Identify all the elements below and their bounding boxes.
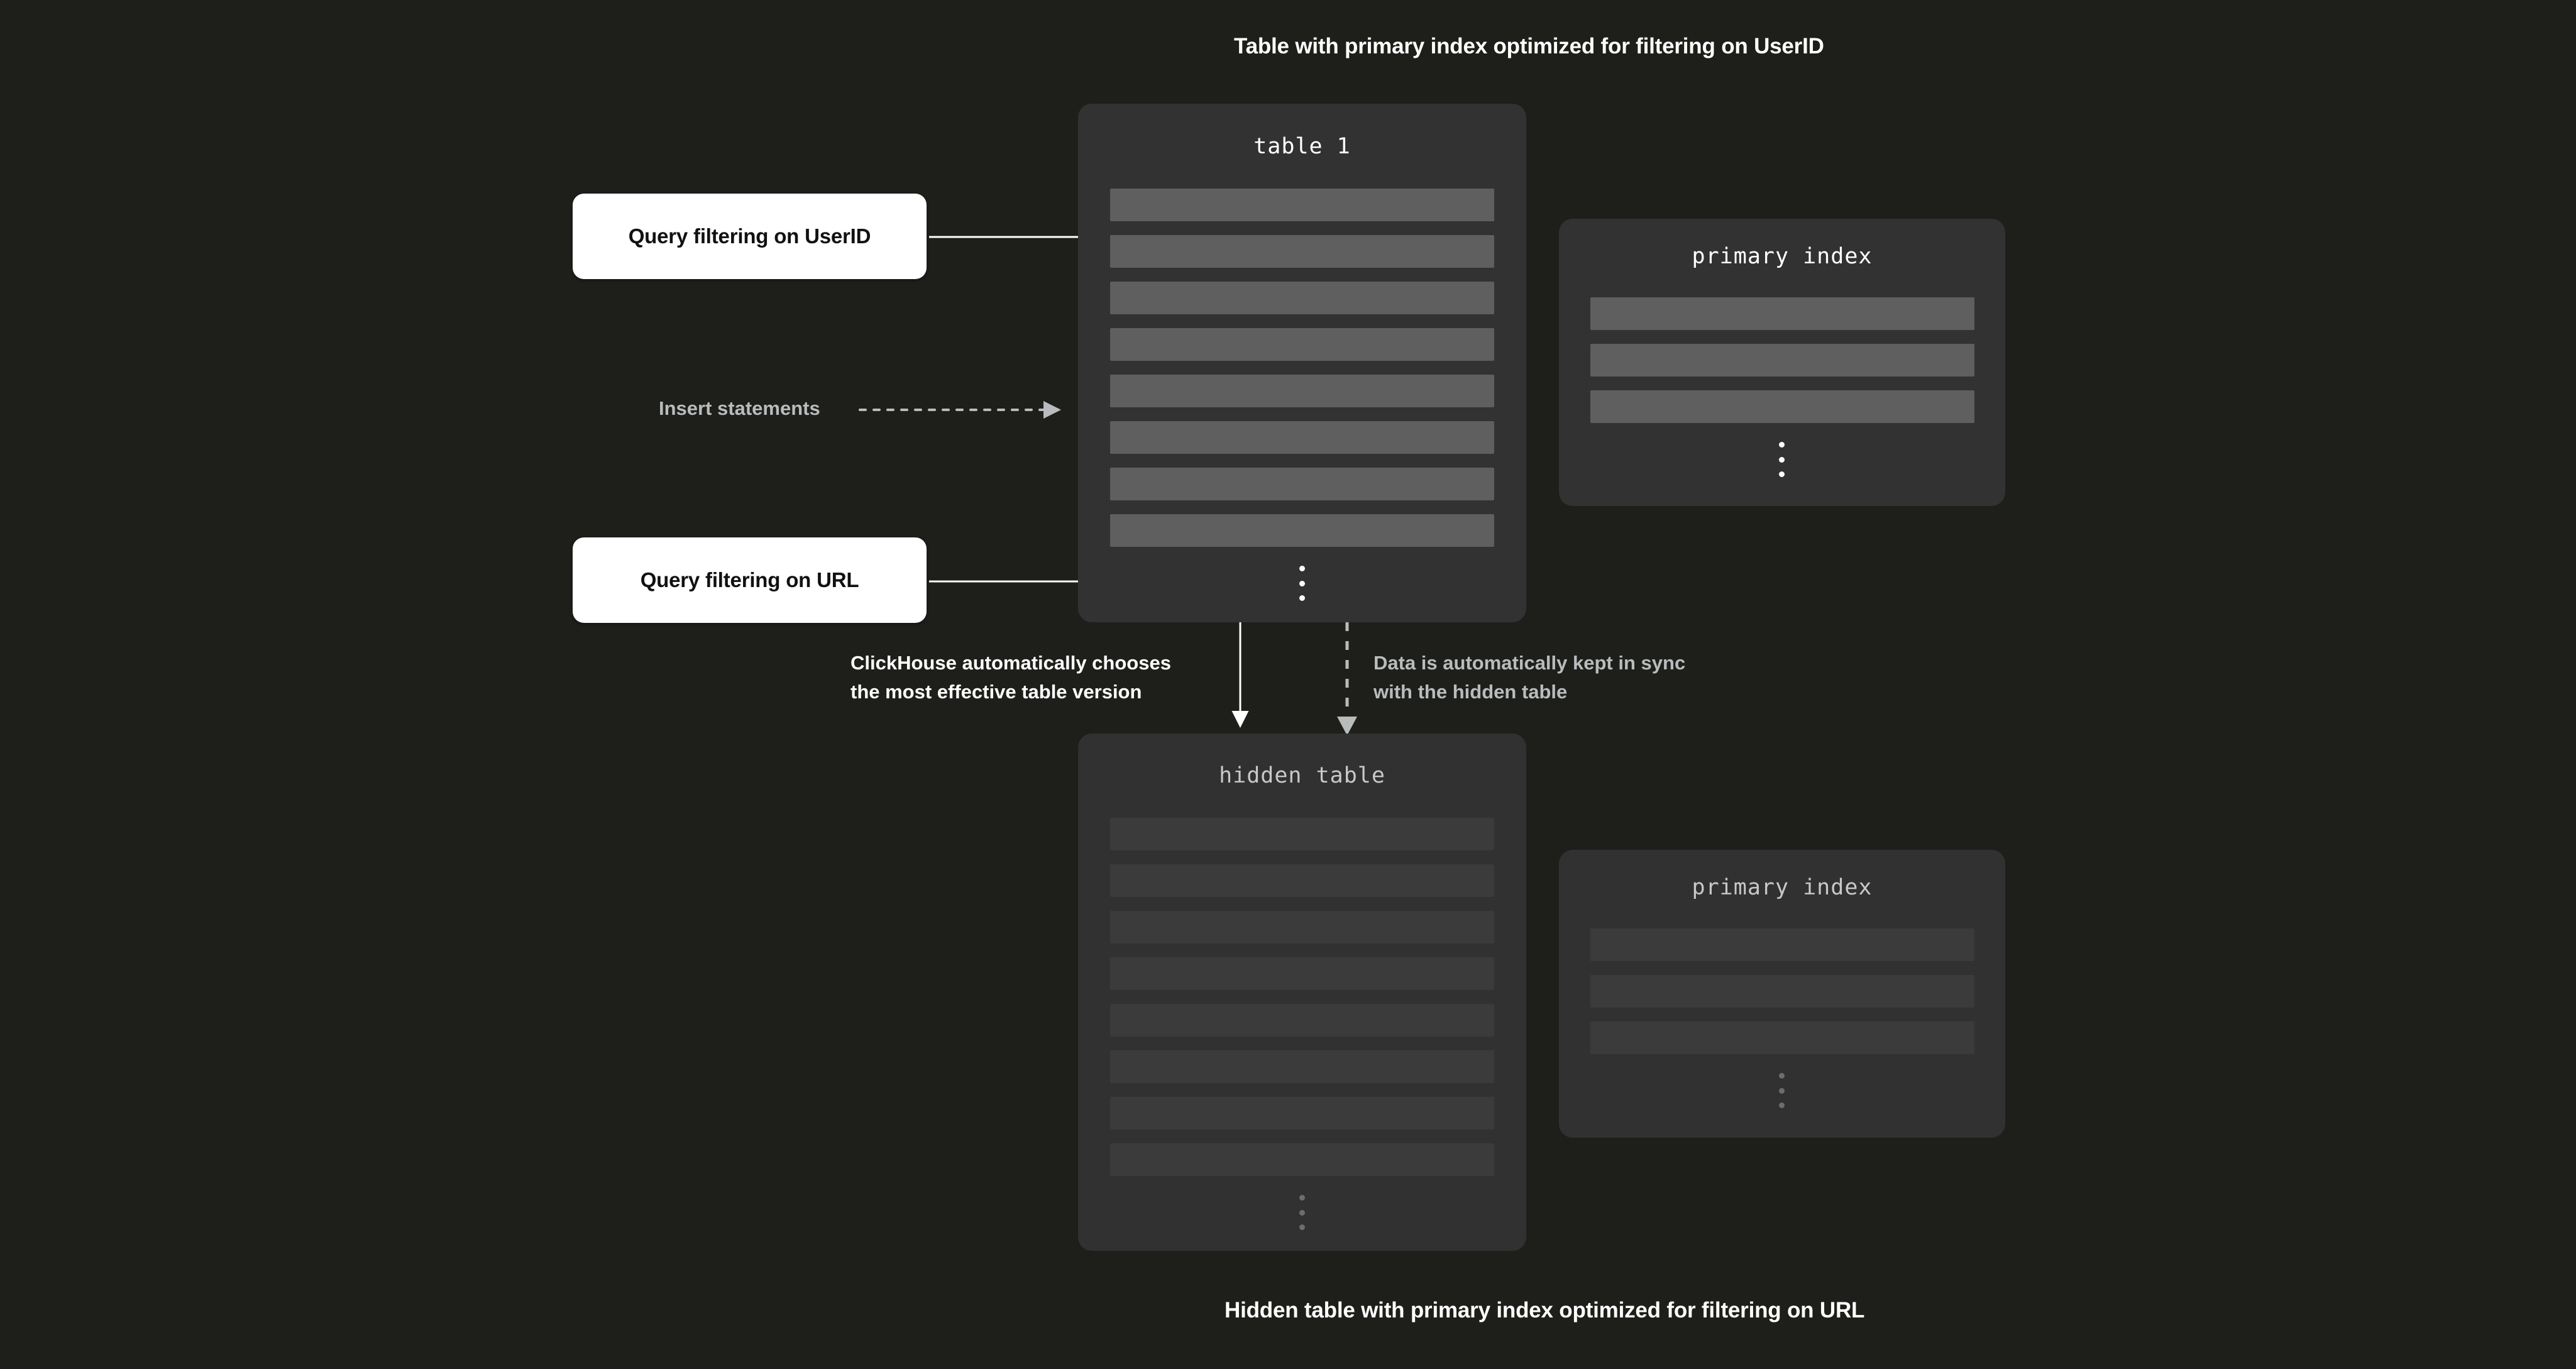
table-row: [1110, 957, 1494, 990]
table-row: [1110, 1143, 1494, 1176]
vertical-ellipsis-icon: [1299, 566, 1305, 601]
hidden-table-card: hidden table: [1078, 734, 1526, 1251]
index-row: [1590, 344, 1974, 377]
connector-sync-arrowhead: [1337, 717, 1357, 735]
index-row: [1590, 975, 1974, 1008]
query-filtering-url-pill[interactable]: Query filtering on URL: [573, 537, 927, 623]
bottom-caption: Hidden table with primary index optimize…: [1225, 1298, 1865, 1322]
kept-in-sync-annotation: Data is automatically kept in sync with …: [1373, 652, 1686, 703]
table-row: [1110, 864, 1494, 897]
hidden-table-title: hidden table: [1219, 763, 1385, 788]
table1-title: table 1: [1253, 134, 1351, 159]
primary-index-bottom-title: primary index: [1692, 875, 1873, 900]
table-row: [1110, 328, 1494, 361]
vertical-ellipsis-icon: [1299, 1195, 1305, 1230]
table-row: [1110, 375, 1494, 407]
vertical-ellipsis-icon: [1779, 442, 1785, 477]
primary-index-top-card: primary index: [1559, 219, 2005, 506]
table-row: [1110, 818, 1494, 850]
primary-index-bottom-card: primary index: [1559, 850, 2005, 1138]
query-filtering-userid-pill[interactable]: Query filtering on UserID: [573, 194, 927, 279]
table-row: [1110, 911, 1494, 943]
index-row: [1590, 928, 1974, 961]
table-row: [1110, 235, 1494, 268]
table-row: [1110, 282, 1494, 314]
table-row: [1110, 1004, 1494, 1036]
table-row: [1110, 514, 1494, 547]
table-row: [1110, 1097, 1494, 1130]
table-row: [1110, 468, 1494, 500]
table-row: [1110, 189, 1494, 221]
query-filtering-userid-label: Query filtering on UserID: [628, 224, 871, 248]
clickhouse-chooses-annotation: ClickHouse automatically chooses the mos…: [850, 652, 1171, 703]
primary-index-top-title: primary index: [1692, 244, 1873, 269]
table-row: [1110, 1050, 1494, 1083]
insert-statements-label: Insert statements: [659, 397, 820, 419]
table-row: [1110, 421, 1494, 454]
index-row: [1590, 390, 1974, 423]
query-filtering-url-label: Query filtering on URL: [640, 568, 859, 591]
vertical-ellipsis-icon: [1779, 1073, 1785, 1108]
index-row: [1590, 297, 1974, 330]
top-caption: Table with primary index optimized for f…: [1234, 34, 1824, 58]
table1-card: table 1: [1078, 104, 1526, 622]
index-row: [1590, 1021, 1974, 1054]
